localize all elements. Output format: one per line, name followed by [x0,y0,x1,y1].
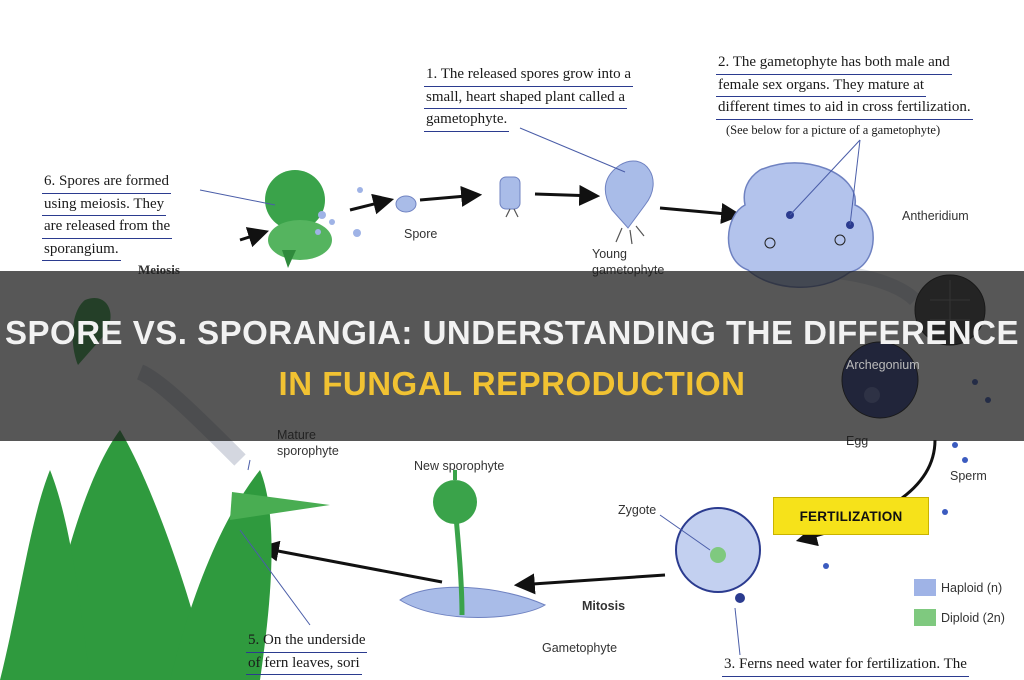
arrow-young-to-gametophyte [659,203,743,224]
spore-illustration [395,195,417,213]
mature-sporophyte-illustration [0,430,330,680]
fertilization-box: FERTILIZATION [773,497,929,535]
arrow-young-to-young2 [534,184,601,206]
note-step-3-line-1: 3. Ferns need water for fertilization. T… [722,654,969,677]
leader-lines [199,127,861,656]
note-step-3: 3. Ferns need water for fertilization. T… [722,654,969,677]
note-step-6: 6. Spores are formed using meiosis. They… [42,171,173,261]
note-step-5-line-1: 5. On the underside [246,630,368,653]
legend-diploid-swatch [914,609,936,626]
new-sporophyte-illustration [399,470,547,618]
note-step-5: 5. On the underside of fern leaves, sori [246,630,368,675]
title-banner [0,271,1024,441]
note-step-6-line-4: sporangium. [42,239,121,261]
label-zygote: Zygote [618,503,657,517]
arrow-zygote-to-new [513,573,666,595]
note-step-5-line-2: of fern leaves, sori [246,653,362,675]
arrow-spore-to-young [419,185,483,207]
label-new-sporophyte: New sporophyte [414,459,505,473]
legend-haploid: Haploid (n) [914,579,1002,596]
note-step-1-line-3: gametophyte. [424,109,510,132]
note-step-6-line-3: are released from the [42,216,173,239]
note-step-2: 2. The gametophyte has both male and fem… [716,52,973,120]
note-step-2-line-3: different times to aid in cross fertiliz… [716,97,973,120]
note-step-1-line-1: 1. The released spores grow into a [424,64,634,87]
legend-haploid-swatch [914,579,936,596]
note-step-1: 1. The released spores grow into a small… [424,64,634,132]
label-gametophyte: Gametophyte [542,641,618,655]
label-sperm: Sperm [950,469,987,483]
label-archegonium: Archegonium [846,358,920,372]
legend-diploid: Diploid (2n) [914,609,1005,626]
note-step-2-line-1: 2. The gametophyte has both male and [716,52,952,75]
label-mitosis: Mitosis [582,599,626,613]
note-step-2-line-2: female sex organs. They mature at [716,75,927,97]
arrow-spores-out [349,193,395,215]
note-step-1-line-2: small, heart shaped plant called a [424,87,628,109]
zygote-illustration [675,507,761,603]
legend-diploid-label: Diploid (2n) [941,610,1005,625]
arrow-to-spore [239,227,270,248]
gametophyte-illustration [727,162,874,288]
legend-haploid-label: Haploid (n) [941,580,1003,595]
banner-title-line-1: SPORE VS. SPORANGIA: UNDERSTANDING THE D… [5,314,1019,351]
note-step-2-subnote: (See below for a picture of a gametophyt… [726,123,941,137]
young-gametophyte-illustration [604,160,654,245]
germinating-spore-illustration [499,176,521,218]
banner-title-line-2: IN FUNGAL REPRODUCTION [278,365,746,402]
note-step-6-line-1: 6. Spores are formed [42,171,171,194]
label-antheridium: Antheridium [902,209,969,223]
arrow-new-to-mature [257,540,443,584]
label-spore: Spore [404,227,438,241]
note-step-6-line-2: using meiosis. They [42,194,167,216]
sporangium-illustration [265,170,363,268]
